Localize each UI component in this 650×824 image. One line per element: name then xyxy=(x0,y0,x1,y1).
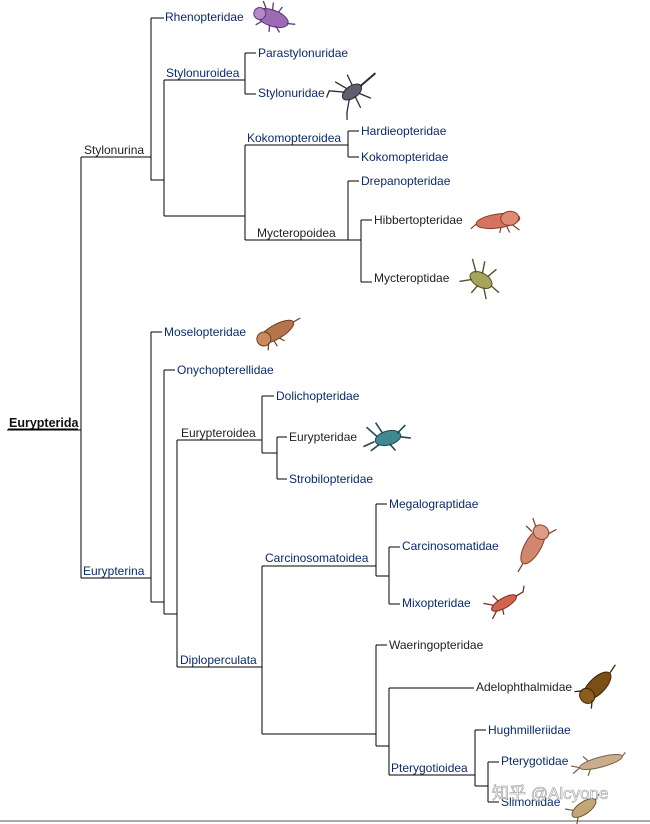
label-pterygotidae: Pterygotidae xyxy=(501,754,569,768)
label-strobilopteridae: Strobilopteridae xyxy=(289,472,373,486)
teal-eurypterid-icon xyxy=(358,415,413,458)
label-eurypterina: Eurypterina xyxy=(83,564,145,578)
label-mycteroptidae: Mycteroptidae xyxy=(374,271,450,285)
label-stylonuridae: Stylonuridae xyxy=(258,86,325,100)
label-eurypteridae: Eurypteridae xyxy=(289,430,357,444)
label-rhenopteridae: Rhenopteridae xyxy=(165,10,244,24)
label-megalograptidae: Megalograptidae xyxy=(389,497,479,511)
label-mycteropoidea: Mycteropoidea xyxy=(257,226,336,240)
red-hibbertopterid-icon xyxy=(469,210,521,238)
label-hibbertopteridae: Hibbertopteridae xyxy=(374,213,463,227)
branch-stylonurina-split xyxy=(151,18,164,180)
label-pterygotioidea: Pterygotioidea xyxy=(391,761,468,775)
label-carcinosomatidae: Carcinosomatidae xyxy=(402,539,499,553)
gray-stylonurid-icon xyxy=(322,60,388,122)
label-root: Eurypterida xyxy=(9,416,80,430)
tan-pterygotid-icon xyxy=(569,746,628,780)
purple-eurypterid-icon xyxy=(249,0,299,39)
label-eurypteroidea: Eurypteroidea xyxy=(181,426,256,440)
dark-brown-adelophthalmid-icon xyxy=(574,658,626,710)
label-mixopteridae: Mixopteridae xyxy=(402,596,471,610)
label-kokomopteroidea: Kokomopteroidea xyxy=(247,131,341,145)
label-hughmilleriidae: Hughmilleriidae xyxy=(488,723,571,737)
brown-moselopterid-icon xyxy=(254,312,306,354)
olive-mycteroptid-icon xyxy=(457,255,509,304)
tree-labels: Eurypterida Stylonurina Eurypterina Rhen… xyxy=(8,10,572,809)
watermark: 知乎 @Alcyone xyxy=(492,784,608,803)
label-kokomopteridae: Kokomopteridae xyxy=(361,150,449,164)
salmon-carcinosomatid-icon xyxy=(504,515,556,577)
label-drepanopteridae: Drepanopteridae xyxy=(361,174,451,188)
label-moselopteridae: Moselopteridae xyxy=(164,325,246,339)
red-mixopterid-icon xyxy=(482,580,531,621)
label-stylonurina: Stylonurina xyxy=(84,143,144,157)
label-carcinosomatoidea: Carcinosomatoidea xyxy=(265,551,369,565)
label-diploperculata: Diploperculata xyxy=(180,653,257,667)
label-onychopterellidae: Onychopterellidae xyxy=(177,363,274,377)
label-waeringopteridae: Waeringopteridae xyxy=(389,638,484,652)
label-stylonuroidea: Stylonuroidea xyxy=(166,66,240,80)
label-dolichopteridae: Dolichopteridae xyxy=(276,389,360,403)
label-parastylonuridae: Parastylonuridae xyxy=(258,46,348,60)
label-adelophthalmidae: Adelophthalmidae xyxy=(476,680,572,694)
label-hardieopteridae: Hardieopteridae xyxy=(361,124,447,138)
